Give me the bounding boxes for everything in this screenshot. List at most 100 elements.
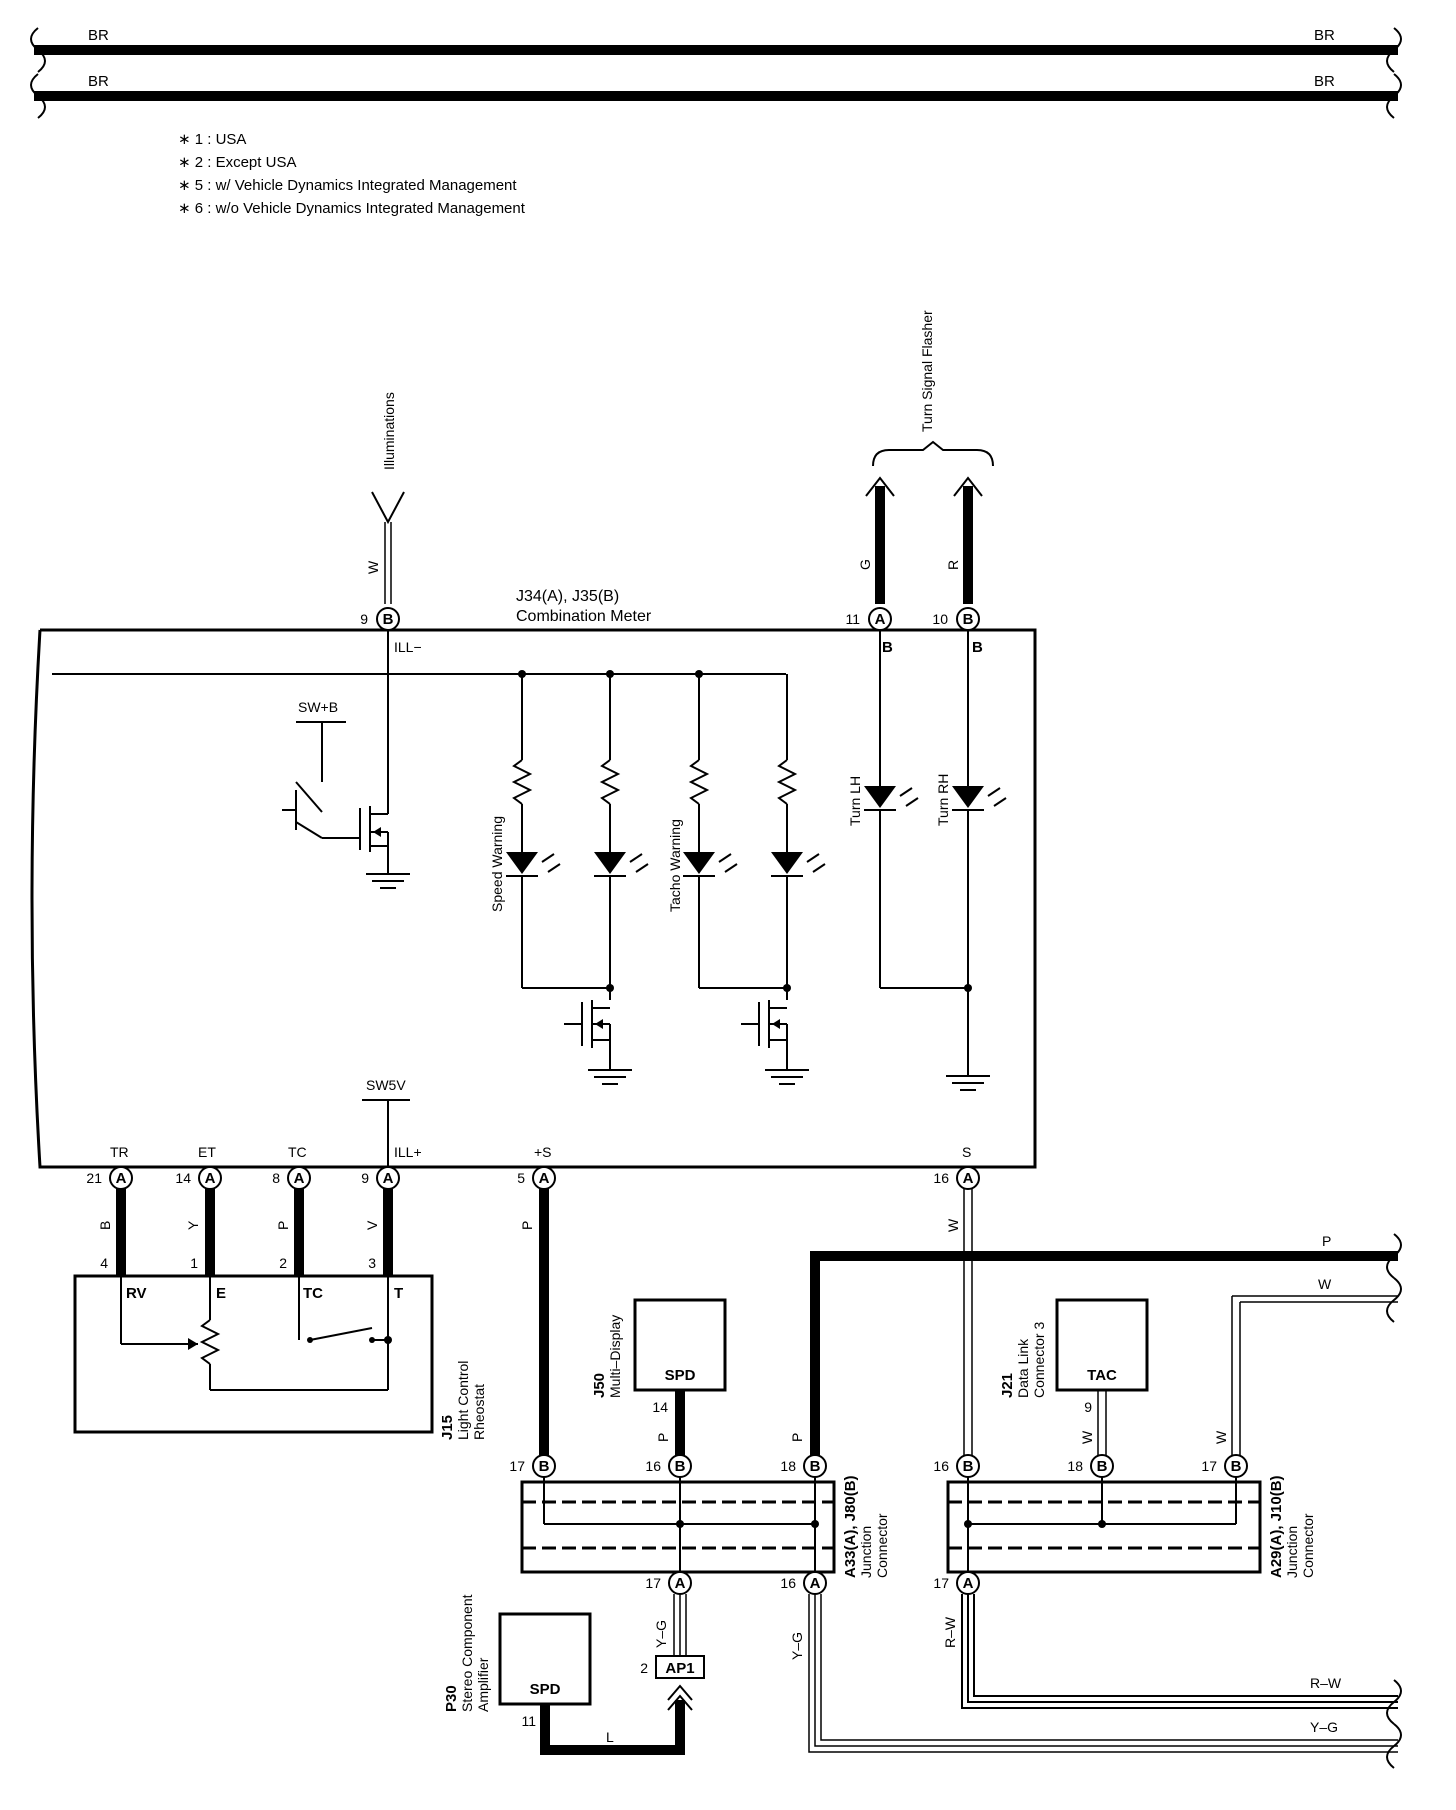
svg-text:A: A: [963, 1575, 974, 1592]
wire-color-label: P: [519, 1221, 535, 1230]
connector-pin: B 16: [645, 1454, 692, 1478]
svg-text:P: P: [1322, 1233, 1331, 1249]
svg-text:A: A: [205, 1170, 216, 1187]
connector-pin: B16: [933, 1454, 980, 1478]
connector-pin: B18: [780, 1454, 827, 1478]
svg-text:10: 10: [932, 611, 948, 627]
svg-text:16: 16: [780, 1575, 796, 1591]
svg-text:18: 18: [780, 1458, 796, 1474]
svg-text:Connector 3: Connector 3: [1031, 1322, 1047, 1398]
note-6: ∗ 6 : w/o Vehicle Dynamics Integrated Ma…: [178, 200, 526, 217]
wire-color-label: W: [365, 560, 381, 574]
svg-text:P30: P30: [443, 1685, 460, 1712]
note-2: ∗ 2 : Except USA: [178, 154, 296, 171]
terminal-ill-plus: ILL+: [394, 1144, 422, 1160]
lower-harness: Y–G Y–G Y–G R–W R–W: [653, 1594, 1402, 1769]
svg-text:2: 2: [279, 1255, 287, 1271]
svg-text:17: 17: [509, 1458, 525, 1474]
svg-text:B: B: [1097, 1458, 1108, 1475]
svg-text:SPD: SPD: [665, 1367, 696, 1384]
svg-text:9: 9: [361, 1170, 369, 1186]
connector-pin: A 21: [86, 1166, 133, 1190]
svg-text:5: 5: [517, 1170, 525, 1186]
connector-pin: B 17: [509, 1454, 556, 1478]
sw5v-label: SW5V: [366, 1077, 406, 1093]
wire-color-label: B: [97, 1221, 113, 1230]
svg-text:Y–G: Y–G: [789, 1632, 805, 1660]
connector-pin: A17: [645, 1571, 692, 1595]
connector-pin: B 9: [360, 607, 400, 631]
wire-color-label: V: [364, 1220, 380, 1230]
svg-text:E: E: [216, 1285, 226, 1302]
connector-pin: A16: [780, 1571, 827, 1595]
sw-b-label: SW+B: [298, 699, 338, 715]
svg-text:R–W: R–W: [1310, 1675, 1342, 1691]
svg-text:A: A: [539, 1170, 550, 1187]
svg-text:21: 21: [86, 1170, 102, 1186]
ap1-connector: AP1 2: [640, 1655, 705, 1750]
svg-text:Y–G: Y–G: [1310, 1719, 1338, 1735]
svg-text:A: A: [875, 611, 886, 628]
note-1: ∗ 1 : USA: [178, 131, 246, 148]
connector-pin: A8: [272, 1166, 311, 1190]
data-link-connector: TAC 9 J21 Data Link Connector 3 W W: [999, 1298, 1229, 1464]
terminal-b: B: [882, 639, 893, 656]
wire-color-label: G: [857, 559, 873, 570]
svg-text:T: T: [394, 1285, 403, 1302]
terminal-tr: TR: [110, 1144, 129, 1160]
connector-pin: A 11: [845, 607, 892, 631]
turn-led-group: Turn LH Turn RH: [847, 630, 1007, 1091]
svg-text:RV: RV: [126, 1285, 147, 1302]
illuminations-feed: Illuminations W: [365, 392, 405, 604]
stereo-component-amplifier: SPD 11 L P30 Stereo Component Amplifier: [443, 1594, 685, 1755]
combination-meter-name: Combination Meter: [516, 608, 652, 625]
svg-text:18: 18: [1067, 1458, 1083, 1474]
svg-text:A: A: [383, 1170, 394, 1187]
svg-text:17: 17: [1201, 1458, 1217, 1474]
svg-text:A: A: [294, 1170, 305, 1187]
svg-text:17: 17: [933, 1575, 949, 1591]
svg-text:W: W: [1079, 1430, 1095, 1444]
svg-text:Connector: Connector: [874, 1513, 890, 1578]
turn-signal-flasher-feed: Turn Signal Flasher G R: [857, 310, 994, 604]
svg-text:11: 11: [521, 1713, 536, 1729]
combination-meter: J34(A), J35(B) Combination Meter ILL− B …: [30, 588, 1037, 1169]
svg-text:Amplifier: Amplifier: [475, 1657, 491, 1712]
svg-text:P: P: [655, 1433, 671, 1442]
tacho-warning-label: Tacho Warning: [667, 819, 683, 912]
terminal-plus-s: +S: [534, 1144, 552, 1160]
svg-text:Rheostat: Rheostat: [471, 1384, 487, 1440]
svg-text:B: B: [963, 1458, 974, 1475]
svg-text:W: W: [1318, 1276, 1332, 1292]
note-5: ∗ 5 : w/ Vehicle Dynamics Integrated Man…: [178, 177, 517, 194]
terminal-tc: TC: [288, 1144, 307, 1160]
svg-text:11: 11: [845, 611, 860, 627]
terminal-s: S: [962, 1144, 971, 1160]
warning-led-group: Speed Warning Tacho Warning: [489, 674, 826, 1085]
illuminations-label: Illuminations: [381, 392, 397, 470]
svg-text:Junction: Junction: [858, 1526, 874, 1578]
connector-pin: B 18: [1067, 1454, 1114, 1478]
connector-pin: A5: [517, 1166, 556, 1190]
svg-text:A: A: [116, 1170, 127, 1187]
svg-text:Multi–Display: Multi–Display: [607, 1315, 623, 1398]
connector-pin: B 10: [932, 607, 980, 631]
svg-text:A: A: [963, 1170, 974, 1187]
svg-text:4: 4: [100, 1255, 108, 1271]
top-wire-label: BR: [1314, 27, 1335, 44]
svg-text:Stereo Component: Stereo Component: [459, 1594, 475, 1712]
svg-text:16: 16: [645, 1458, 661, 1474]
svg-text:14: 14: [652, 1399, 668, 1415]
svg-text:B: B: [675, 1458, 686, 1475]
svg-text:TC: TC: [303, 1285, 323, 1302]
turn-rh-label: Turn RH: [935, 774, 951, 826]
top-wire-label: BR: [1314, 73, 1335, 90]
svg-text:1: 1: [190, 1255, 198, 1271]
svg-text:J15: J15: [439, 1415, 456, 1440]
right-harness: P W: [810, 1233, 1402, 1464]
wire-color-label: R: [945, 560, 961, 570]
multi-display: SPD 14 J50 Multi–Display P P: [591, 1298, 805, 1464]
notes: ∗ 1 : USA ∗ 2 : Except USA ∗ 5 : w/ Vehi…: [178, 131, 526, 217]
svg-text:B: B: [539, 1458, 550, 1475]
